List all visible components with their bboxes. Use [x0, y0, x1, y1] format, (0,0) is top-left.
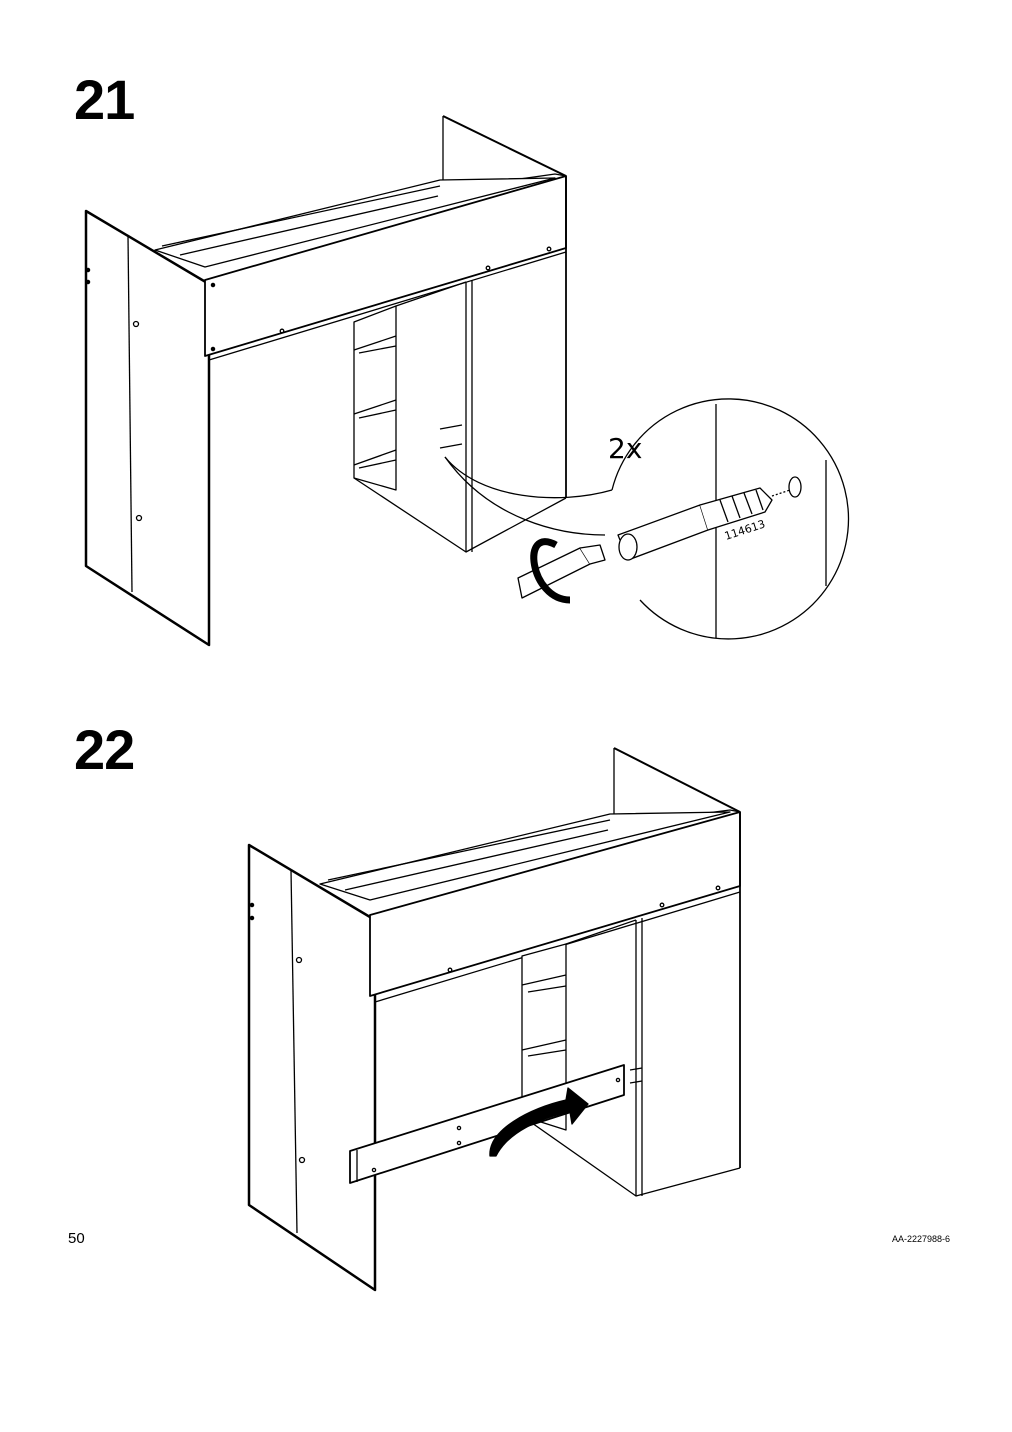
center-cabinet: [521, 943, 567, 1131]
rotate-arrow-icon: [530, 538, 571, 604]
step-21-illustration: 2x 114613: [84, 115, 850, 647]
callout-circle: [611, 398, 850, 640]
insert-arrow-icon: [489, 1087, 589, 1157]
callout-quantity: 2x: [608, 432, 642, 465]
page-number: 50: [68, 1230, 85, 1247]
screwdriver-icon: [517, 544, 606, 599]
step-21-number: 21: [74, 68, 135, 131]
step-22-number: 22: [74, 718, 135, 781]
left-side-panel: [84, 209, 211, 647]
front-top-beam: [369, 811, 741, 997]
document-code: AA-2227988-6: [891, 1234, 950, 1244]
left-side-panel: [247, 843, 377, 1292]
cam-lock-bolt-icon: [617, 476, 802, 561]
front-rail: [349, 1064, 625, 1184]
